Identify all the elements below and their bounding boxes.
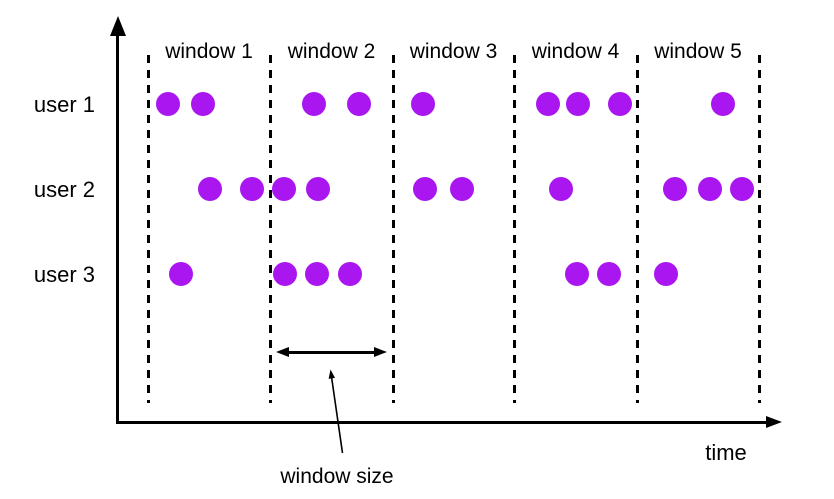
- event-dot: [654, 262, 678, 286]
- event-dot: [338, 262, 362, 286]
- window-boundary-line: [635, 55, 639, 403]
- event-dot: [169, 262, 193, 286]
- event-dot: [302, 92, 326, 116]
- window-boundary-line: [757, 55, 761, 403]
- event-dot: [711, 92, 735, 116]
- window-label: window 4: [531, 40, 620, 63]
- user-label: user 3: [33, 262, 95, 287]
- window-label: window 3: [409, 40, 498, 63]
- event-dot: [698, 177, 722, 201]
- window-boundary-line: [512, 55, 516, 403]
- window-label: window 2: [287, 40, 376, 63]
- event-dot: [411, 92, 435, 116]
- event-dot: [306, 177, 330, 201]
- arrowhead-up-icon: [110, 16, 126, 36]
- window-size-label: window size: [280, 465, 394, 488]
- event-dot: [191, 92, 215, 116]
- event-dot: [240, 177, 264, 201]
- window-boundary-line: [268, 55, 272, 403]
- window-label: window 5: [654, 40, 742, 63]
- event-dot: [730, 177, 754, 201]
- arrowhead-right-icon: [766, 416, 782, 428]
- user-label: user 2: [33, 177, 95, 202]
- event-dot: [663, 177, 687, 201]
- window-size-pointer-arrow: [328, 369, 344, 454]
- window-boundary-line: [146, 55, 150, 403]
- x-axis-line: [116, 421, 768, 424]
- window-label: window 1: [165, 40, 253, 63]
- event-dot: [305, 262, 329, 286]
- event-dot: [597, 262, 621, 286]
- event-dot: [156, 92, 180, 116]
- time-axis-label: time: [705, 440, 747, 465]
- event-dot: [413, 177, 437, 201]
- arrowhead-left-icon: [276, 346, 289, 357]
- y-axis-line: [116, 30, 119, 424]
- arrowhead-right-icon: [374, 346, 387, 357]
- event-dot: [450, 177, 474, 201]
- event-dot: [272, 177, 296, 201]
- event-dot: [566, 92, 590, 116]
- window-size-arrow: [287, 350, 375, 354]
- event-dot: [565, 262, 589, 286]
- event-dot: [608, 92, 632, 116]
- event-dot: [198, 177, 222, 201]
- user-label: user 1: [33, 92, 95, 117]
- window-boundary-line: [391, 55, 395, 403]
- event-dot: [549, 177, 573, 201]
- event-dot: [536, 92, 560, 116]
- event-dot: [273, 262, 297, 286]
- event-dot: [347, 92, 371, 116]
